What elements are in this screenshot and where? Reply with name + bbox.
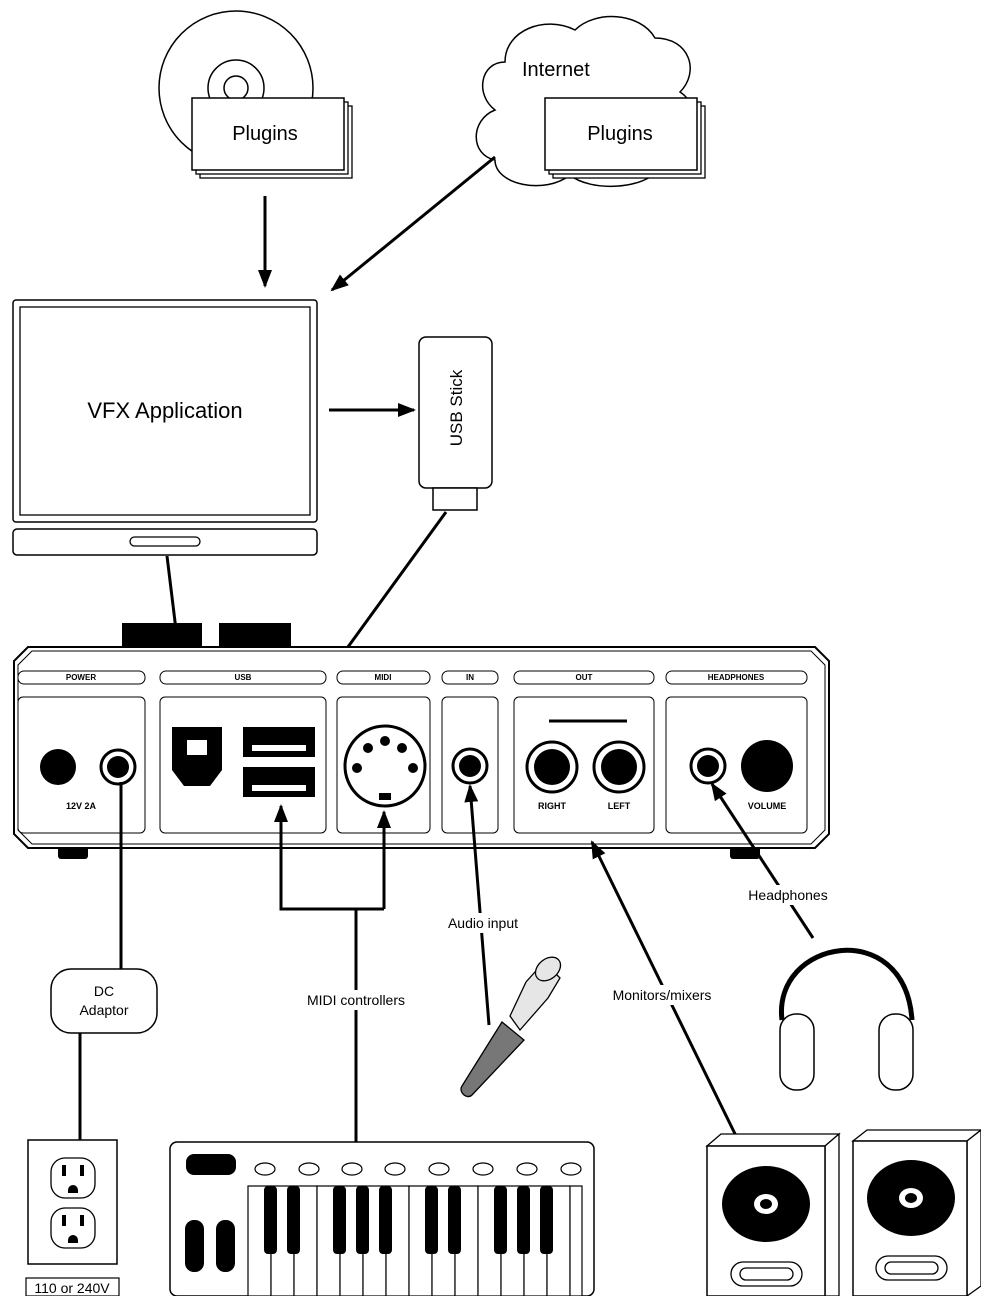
cable-audio-input <box>464 784 491 1026</box>
outlet-voltage-label: 110 or 240V <box>34 1280 110 1296</box>
usb-b-port-icon <box>172 727 222 786</box>
headphones-icon <box>779 947 915 1091</box>
usb-a-port-top-icon <box>243 727 315 757</box>
wall-outlet <box>27 1139 118 1265</box>
out-left-label: LEFT <box>608 801 631 811</box>
laptop: VFX Application <box>12 299 318 556</box>
midi-keyboard <box>169 1141 595 1296</box>
cable-headphones <box>710 782 815 939</box>
internet-label: Internet <box>522 59 590 81</box>
usb-stick-label: USB Stick <box>447 369 466 446</box>
section-power-label: POWER <box>66 673 96 682</box>
usb-a-port-bottom-icon <box>243 767 315 797</box>
section-midi-label: MIDI <box>375 673 392 682</box>
dc-adaptor-label-line2: Adaptor <box>79 1002 128 1018</box>
power-switch-icon <box>40 749 76 785</box>
cd-plugins-source: Plugins <box>158 10 353 179</box>
keyboard-knobs <box>254 1162 582 1176</box>
audio-interface-device: POWER USB MIDI IN OUT HEADPHONES 12V 2A <box>13 623 830 859</box>
cd-plugins-card <box>191 97 345 171</box>
out-right-label: RIGHT <box>538 801 567 811</box>
internet-plugins-label: Plugins <box>587 123 653 145</box>
outlet-socket-icon <box>50 1207 96 1249</box>
dc-adaptor: DC Adaptor <box>50 968 158 1034</box>
laptop-trackpad-slot <box>129 536 201 547</box>
pitch-wheel-icon <box>185 1220 204 1272</box>
mod-wheel-icon <box>216 1220 235 1272</box>
studio-monitor-left <box>705 1132 841 1296</box>
studio-monitor-right <box>851 1129 981 1296</box>
outlet-socket-icon <box>50 1157 96 1199</box>
keyboard-display-icon <box>186 1154 236 1175</box>
section-usb-label: USB <box>235 673 252 682</box>
microphone-icon <box>460 956 562 1098</box>
monitors-label: Monitors/mixers <box>613 987 712 1003</box>
volume-knob-icon <box>741 740 793 792</box>
keyboard-black-keys <box>264 1186 553 1254</box>
internet-plugins-card <box>544 97 698 171</box>
internet-plugins-source: Internet Plugins <box>475 15 706 188</box>
section-out-label: OUT <box>576 673 593 682</box>
cable-midi-controllers <box>274 804 358 1142</box>
arrow-internet-to-laptop <box>330 155 496 292</box>
dc-adaptor-label-line1: DC <box>94 983 114 999</box>
usb-stick-connector <box>432 487 478 511</box>
audio-input-label: Audio input <box>448 915 518 931</box>
section-headphones-label: HEADPHONES <box>708 673 765 682</box>
power-rating-label: 12V 2A <box>66 801 97 811</box>
section-in-label: IN <box>466 673 474 682</box>
usb-stick: USB Stick <box>418 336 493 511</box>
midi-controllers-label: MIDI controllers <box>307 992 405 1008</box>
laptop-screen-label: VFX Application <box>87 398 242 423</box>
cd-plugins-label: Plugins <box>232 123 298 145</box>
headphones-label: Headphones <box>748 887 827 903</box>
volume-label: VOLUME <box>748 801 787 811</box>
